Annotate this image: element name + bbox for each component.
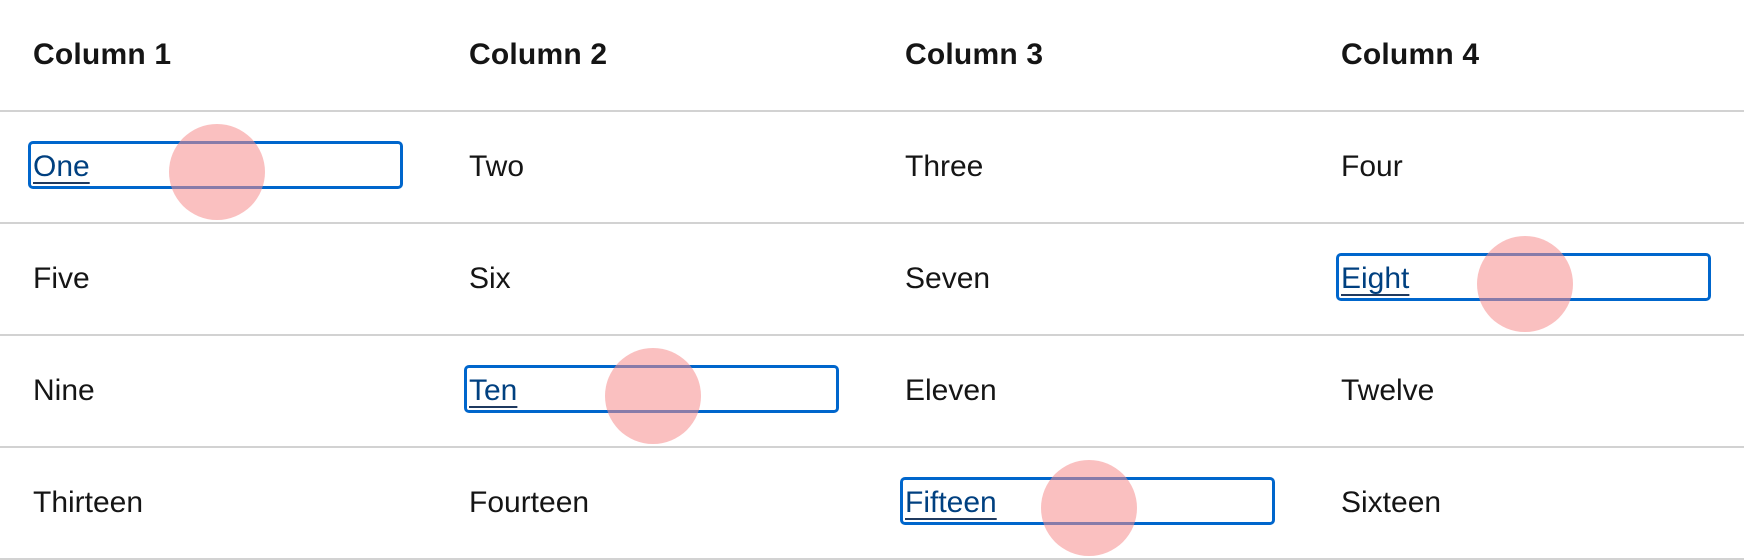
cell-link[interactable]: Fifteen — [905, 486, 997, 519]
focus-outline — [464, 365, 839, 413]
table-cell: Three — [905, 150, 984, 183]
table-cell: Two — [469, 150, 525, 183]
column-header-4: Column 4 — [1341, 38, 1480, 71]
cell-link[interactable]: Eight — [1341, 262, 1410, 295]
table-cell: Five — [33, 262, 90, 295]
table-cell-link[interactable]: One — [28, 112, 435, 222]
table-cell: Eleven — [905, 374, 997, 407]
table-row: Five Six Seven Eight — [0, 224, 1744, 336]
cell-link[interactable]: Ten — [469, 374, 518, 407]
table-cell: Thirteen — [33, 486, 144, 519]
table-cell: Nine — [33, 374, 95, 407]
cell-link[interactable]: One — [33, 150, 90, 183]
table-cell-link[interactable]: Fifteen — [900, 448, 1307, 558]
table-cell: Seven — [905, 262, 991, 295]
table-cell: Four — [1341, 150, 1403, 183]
table-cell: Twelve — [1341, 374, 1435, 407]
column-header-1: Column 1 — [33, 38, 172, 71]
table-cell: Sixteen — [1341, 486, 1442, 519]
table-row: Nine Ten Eleven Twelve — [0, 336, 1744, 448]
column-header-3: Column 3 — [905, 38, 1044, 71]
table-row: One Two Three Four — [0, 112, 1744, 224]
table-cell-link[interactable]: Eight — [1336, 224, 1743, 334]
table-cell: Six — [469, 262, 511, 295]
table-cell: Fourteen — [469, 486, 590, 519]
table-header-row: Column 1 Column 2 Column 3 Column 4 — [0, 0, 1744, 112]
column-header-2: Column 2 — [469, 38, 608, 71]
table-cell-link[interactable]: Ten — [464, 336, 871, 446]
table-row: Thirteen Fourteen Fifteen Sixteen — [0, 448, 1744, 560]
